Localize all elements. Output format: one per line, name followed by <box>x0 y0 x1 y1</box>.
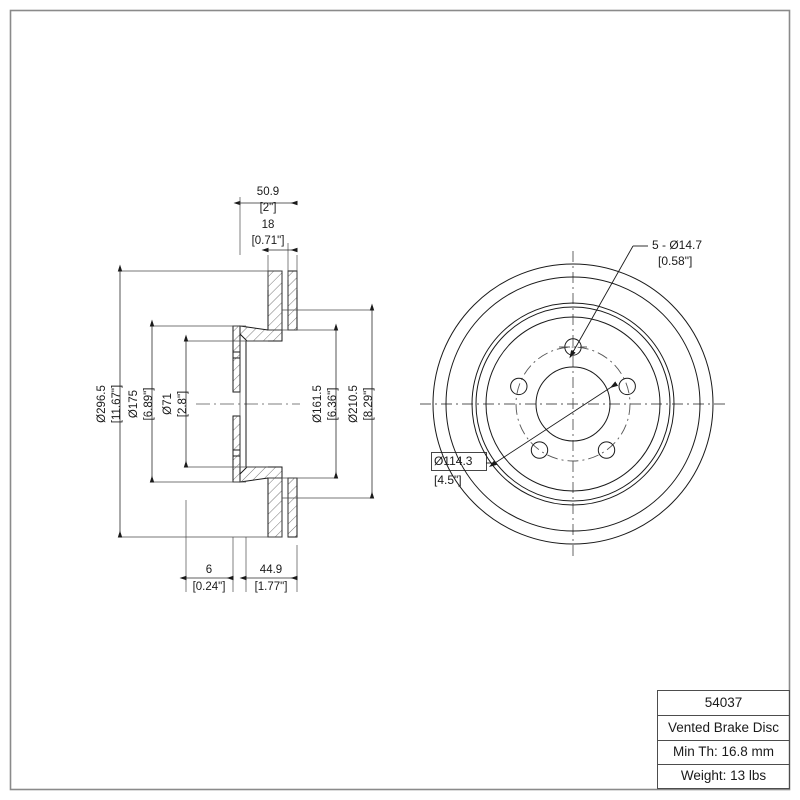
title-block-part-number: 54037 <box>705 695 743 710</box>
callout-bolt-circle-imperial: [4.5"] <box>434 473 462 487</box>
callout-bolt-circle: Ø114.3 [4.5"] <box>431 381 619 487</box>
dim-disc-thickness-imperial: [0.71"] <box>252 235 285 247</box>
face-friction-outer-circle <box>445 276 701 532</box>
section-upper-ring <box>267 270 298 331</box>
dim-center-bore-imperial: [2.8"] <box>177 391 189 417</box>
section-view-geometry <box>120 243 372 592</box>
callout-bolt-holes-metric: 5 - Ø14.7 <box>652 238 702 252</box>
dim-disc-thickness: 18 [0.71"] <box>252 219 298 253</box>
dim-inner-pad-diameter-metric: Ø161.5 <box>312 385 324 423</box>
section-hat-wall-lower <box>232 415 241 483</box>
section-extension-lines <box>120 243 372 592</box>
dim-overall-thickness: 50.9 [2"] <box>233 186 298 255</box>
face-hat-outer-circle <box>475 306 671 502</box>
bolt-hole-lower-right <box>597 441 616 459</box>
callout-bolt-circle-metric: Ø114.3 <box>434 454 473 468</box>
dim-hat-diameter-metric: Ø175 <box>128 390 140 418</box>
dim-overall-thickness-metric: 50.9 <box>257 186 279 198</box>
dim-offset-imperial: [1.77"] <box>255 581 288 593</box>
section-lower-ring <box>267 477 298 538</box>
dim-hat-height: 6 [0.24"] <box>179 564 234 593</box>
bolt-hole-upper-right <box>618 377 636 396</box>
dim-center-bore-metric: Ø71 <box>162 393 174 415</box>
title-block-weight: Weight: 13 lbs <box>681 768 767 783</box>
dim-overall-thickness-imperial: [2"] <box>260 202 277 214</box>
dim-inner-pad-diameter: Ø161.5 [6.36"] <box>312 323 339 479</box>
title-block: 54037 Vented Brake Disc Min Th: 16.8 mm … <box>657 690 790 789</box>
section-hat-wall-upper <box>232 325 241 393</box>
dim-hat-diameter: Ø175 [6.89"] <box>128 319 155 483</box>
sheet-border <box>9 9 791 791</box>
dim-outer-pad-diameter: Ø210.5 [8.29"] <box>348 303 375 499</box>
dim-disc-thickness-metric: 18 <box>262 219 275 231</box>
bolt-hole-lower-left <box>530 441 549 459</box>
title-block-min-thickness: Min Th: 16.8 mm <box>673 744 774 759</box>
dim-outer-pad-diameter-metric: Ø210.5 <box>348 385 360 423</box>
dim-hat-height-metric: 6 <box>206 564 212 576</box>
dim-outer-diameter-imperial: [11.67"] <box>111 385 123 423</box>
face-view-geometry <box>420 251 726 557</box>
dim-offset-metric: 44.9 <box>260 564 282 576</box>
dim-inner-pad-diameter-imperial: [6.36"] <box>327 388 339 421</box>
dim-hat-diameter-imperial: [6.89"] <box>143 388 155 421</box>
dim-center-bore: Ø71 [2.8"] <box>162 334 189 468</box>
callout-bolt-holes-imperial: [0.58"] <box>658 254 692 268</box>
dim-hat-height-imperial: [0.24"] <box>193 581 226 593</box>
dim-offset: 44.9 [1.77"] <box>239 564 298 593</box>
face-hat-circle <box>485 316 661 492</box>
dim-outer-diameter-metric: Ø296.5 <box>96 385 108 423</box>
face-friction-inner-circle <box>471 302 675 506</box>
dim-outer-pad-diameter-imperial: [8.29"] <box>363 388 375 421</box>
callout-bolt-holes: 5 - Ø14.7 [0.58"] <box>569 238 702 359</box>
dim-outer-diameter: Ø296.5 [11.67"] <box>96 264 123 538</box>
face-outer-circle <box>432 263 714 545</box>
section-bolt-hole-marks <box>233 351 240 457</box>
title-block-description: Vented Brake Disc <box>668 720 779 735</box>
